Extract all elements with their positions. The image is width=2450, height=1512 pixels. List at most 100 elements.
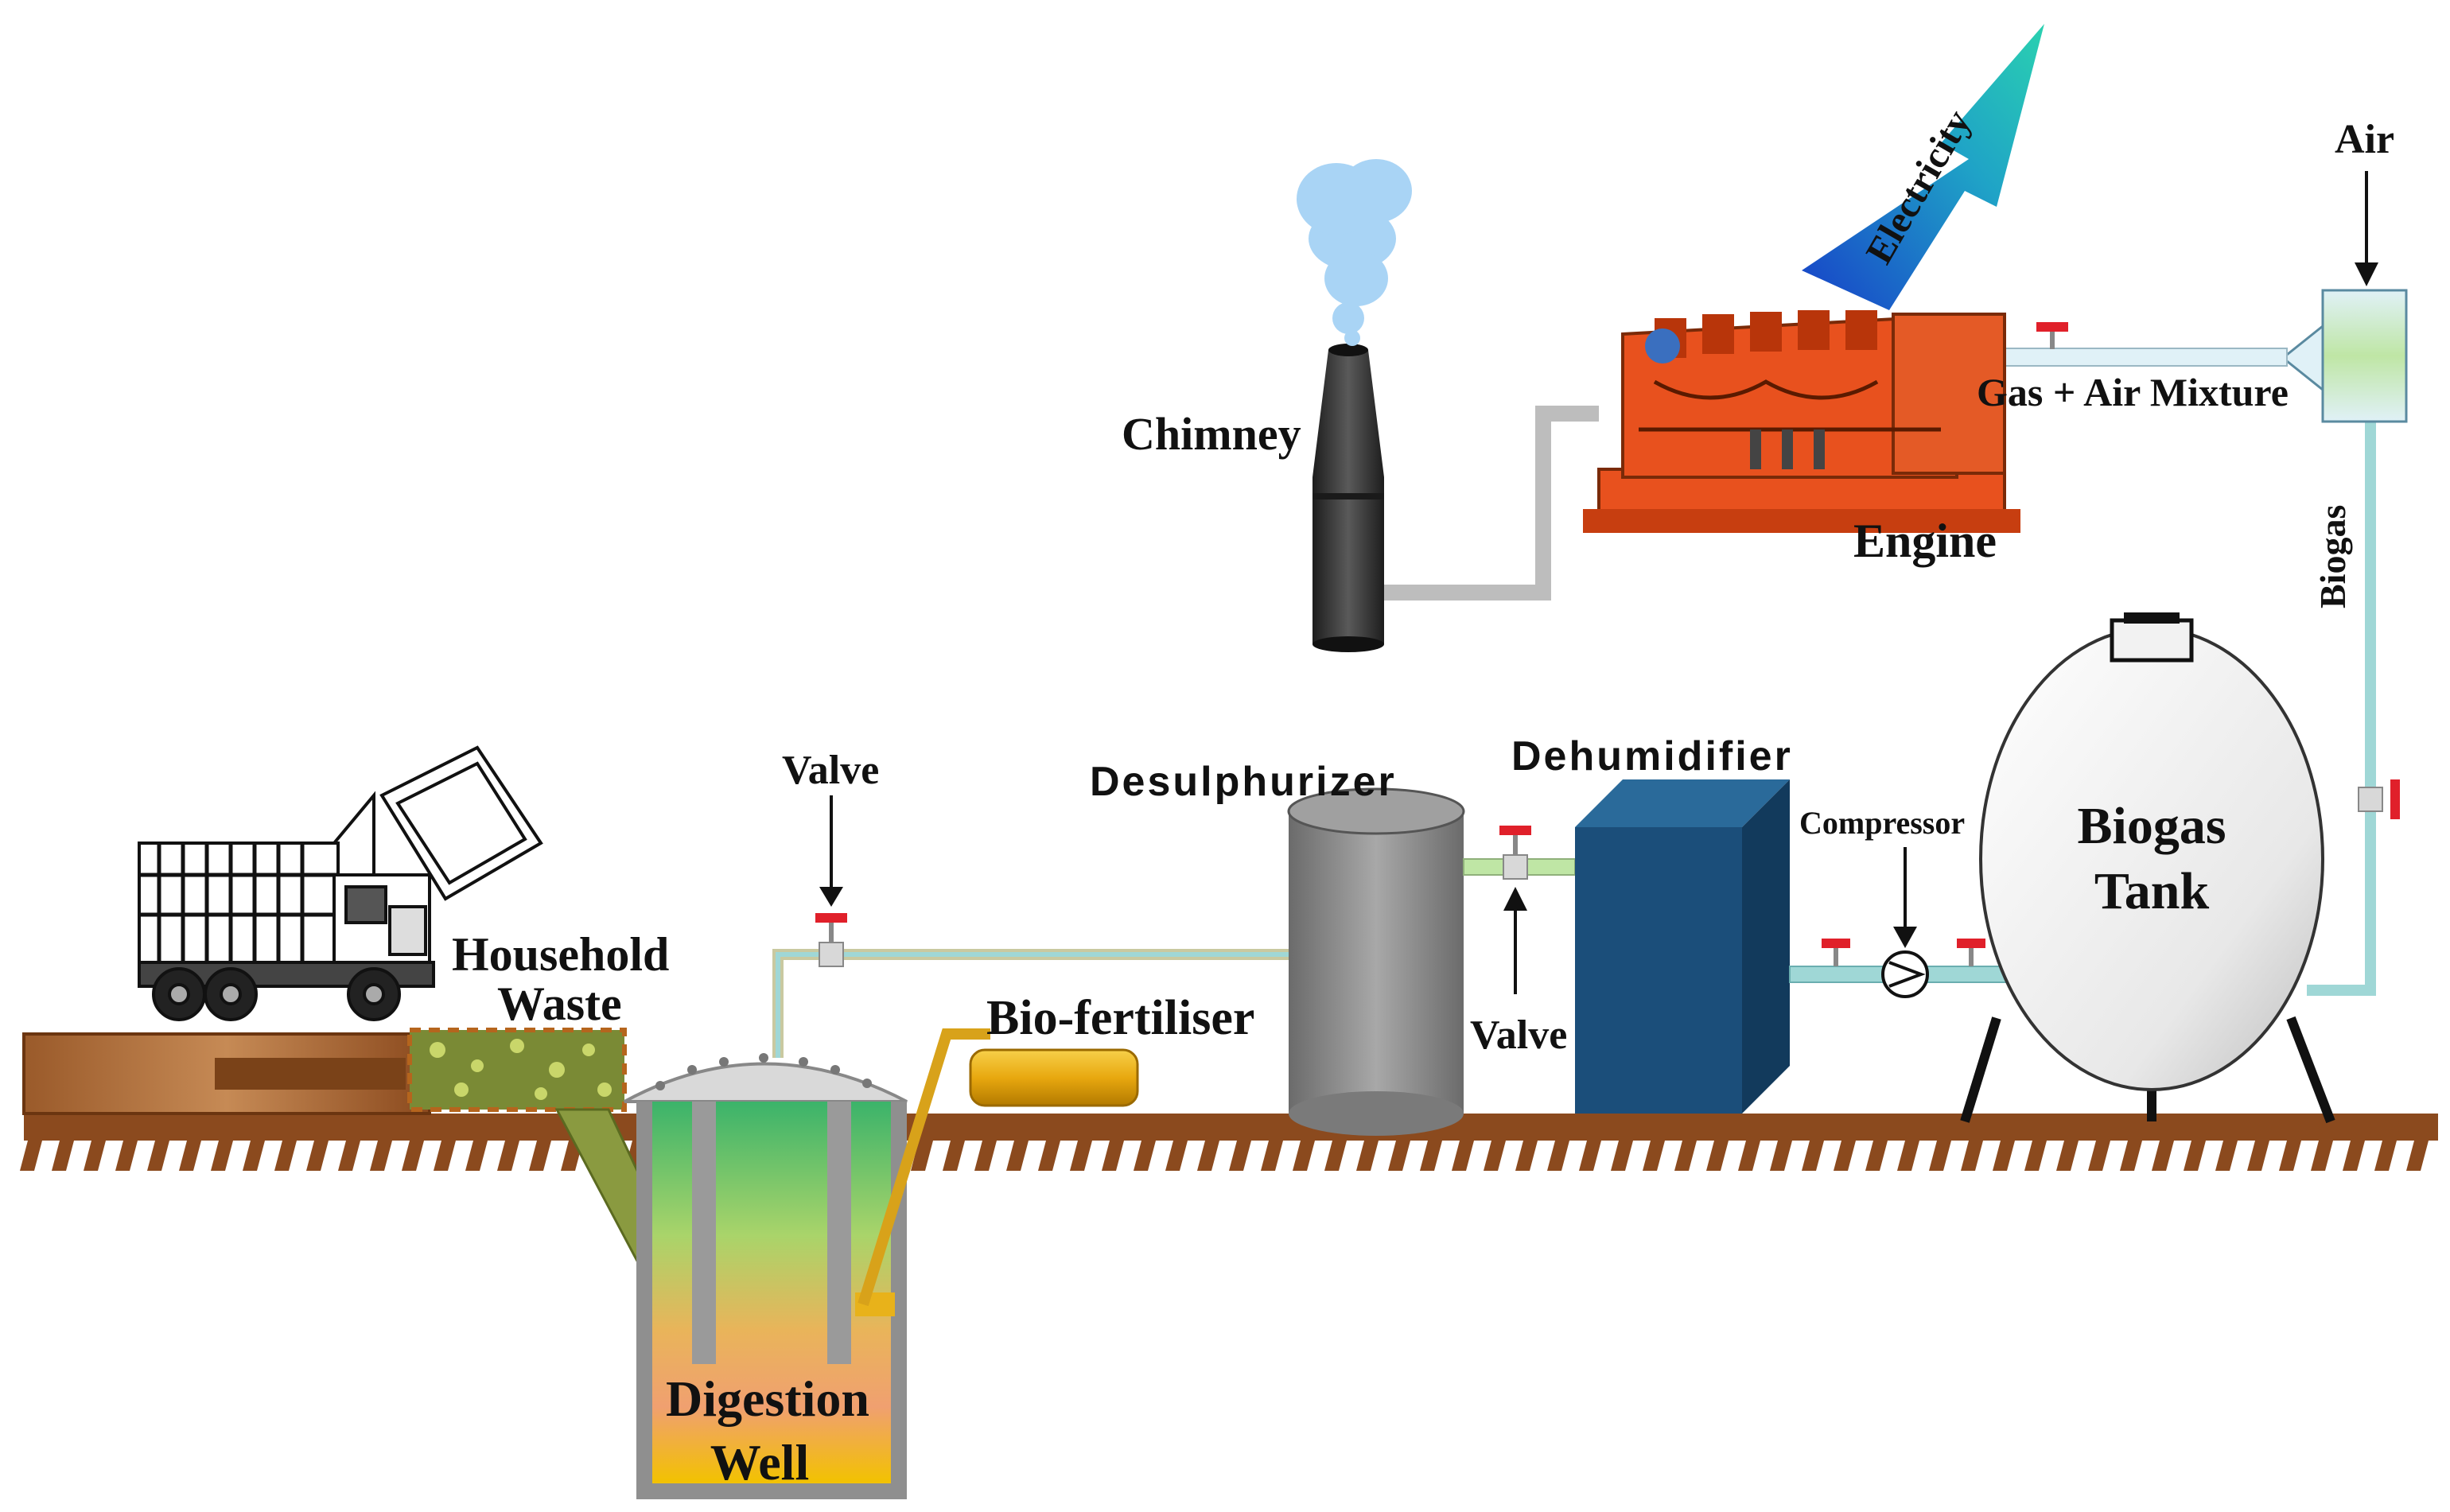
- ground-hatch-mark: [84, 1141, 106, 1171]
- smoke-cloud-icon: [1297, 159, 1412, 346]
- household-waste: [407, 1028, 702, 1306]
- ground-hatch-mark: [274, 1141, 297, 1171]
- valve-bottom-body: [1503, 854, 1528, 880]
- ground-hatch-mark: [1229, 1141, 1251, 1171]
- dehumidifier: [1575, 779, 1790, 1114]
- ground-hatch-mark: [1865, 1141, 1888, 1171]
- ground-hatch-mark: [1834, 1141, 1856, 1171]
- bio-fertiliser: [858, 1028, 1139, 1307]
- garbage-truck-icon: [138, 745, 543, 1021]
- chimney: [1312, 344, 1384, 652]
- ground-hatch-mark: [402, 1141, 424, 1171]
- valve-bottom-handle: [1499, 826, 1531, 835]
- label-digestion-line2: Well: [710, 1434, 809, 1491]
- ground-hatch-mark: [1993, 1141, 2015, 1171]
- ground-hatch-mark: [20, 1141, 42, 1171]
- air-mixer: [2281, 171, 2408, 423]
- ground-hatch-mark: [1897, 1141, 1919, 1171]
- ground-hatch-mark: [1324, 1141, 1347, 1171]
- fertiliser-pipe: [858, 1028, 990, 1307]
- label-engine: Engine: [1853, 515, 1997, 567]
- label-gas-air-mixture: Gas + Air Mixture: [1977, 370, 2289, 414]
- ground-hatch-mark: [52, 1141, 74, 1171]
- ground-hatch-mark: [1706, 1141, 1729, 1171]
- ground-hatch-mark: [1293, 1141, 1315, 1171]
- label-chimney: Chimney: [1122, 408, 1301, 460]
- ground-hatch-mark: [1070, 1141, 1092, 1171]
- ground-hatch-mark: [2088, 1141, 2110, 1171]
- ground-hatch-mark: [1802, 1141, 1824, 1171]
- biogas-pipe-tank-to-mixer: [2307, 422, 2400, 996]
- label-biogas-tank-line1: Biogas: [2077, 797, 2226, 855]
- well-outlet-pipe: [827, 1102, 851, 1364]
- ground-hatch-mark: [2279, 1141, 2301, 1171]
- ground-hatch-mark: [243, 1141, 265, 1171]
- well-inlet-pipe: [692, 1102, 716, 1364]
- label-bio-fertiliser: Bio-fertiliser: [986, 991, 1254, 1045]
- label-household-line2: Waste: [497, 978, 622, 1030]
- ground-hatch-mark: [1261, 1141, 1283, 1171]
- ground-hatch-mark: [2247, 1141, 2269, 1171]
- desulphurizer: [1287, 787, 1465, 1136]
- ground-hatch-mark: [1547, 1141, 1569, 1171]
- ground-hatch-mark: [1929, 1141, 1951, 1171]
- label-digestion-line1: Digestion: [666, 1370, 869, 1427]
- digestion-well: [624, 1053, 908, 1499]
- ground-hatching: [20, 1141, 2429, 1171]
- ground-hatch-mark: [2056, 1141, 2079, 1171]
- ground-hatch-mark: [943, 1141, 965, 1171]
- ground-hatch-mark: [2184, 1141, 2206, 1171]
- ground-hatch-mark: [179, 1141, 201, 1171]
- ground-hatch-mark: [2311, 1141, 2333, 1171]
- ground-hatch-mark: [1611, 1141, 1633, 1171]
- ground-hatch-mark: [147, 1141, 169, 1171]
- ground-surface: [24, 1114, 2438, 1141]
- ground-hatch-mark: [370, 1141, 392, 1171]
- ground-hatch-mark: [2120, 1141, 2142, 1171]
- label-household-line1: Household: [452, 928, 669, 981]
- gas-pipe-desulphurizer-to-dehumidifier: [1463, 826, 1576, 994]
- ground-hatch-mark: [1038, 1141, 1060, 1171]
- ground-hatch-mark: [1484, 1141, 1506, 1171]
- ground-hatch-mark: [1388, 1141, 1410, 1171]
- ground-hatch-mark: [1165, 1141, 1188, 1171]
- exhaust-pipe: [1384, 406, 1599, 601]
- biogas-tank: [1960, 612, 2335, 1124]
- ground-hatch-mark: [2024, 1141, 2047, 1171]
- ground-hatch-mark: [465, 1141, 488, 1171]
- fertiliser-cylinder: [969, 1048, 1139, 1107]
- valve-top-handle: [815, 913, 847, 923]
- valve-top-body: [819, 942, 844, 967]
- ground-hatch-mark: [1006, 1141, 1029, 1171]
- ground-hatch-mark: [1452, 1141, 1474, 1171]
- ground-hatch-mark: [497, 1141, 519, 1171]
- ground-hatch-mark: [115, 1141, 138, 1171]
- label-biogas-tank-line2: Tank: [2094, 862, 2210, 920]
- ground-hatch-mark: [1643, 1141, 1665, 1171]
- ground-hatch-mark: [529, 1141, 551, 1171]
- ground-hatch-mark: [1102, 1141, 1124, 1171]
- label-air: Air: [2335, 117, 2394, 162]
- ground-hatch-mark: [1420, 1141, 1442, 1171]
- label-biogas-pipe: Biogas: [2312, 505, 2353, 608]
- ground-hatch-mark: [211, 1141, 233, 1171]
- ground-hatch-mark: [1738, 1141, 1760, 1171]
- gas-pipe-well-to-desulphurizer: [772, 795, 1289, 1058]
- tank-hatch: [2110, 618, 2194, 663]
- label-compressor: Compressor: [1799, 805, 1965, 841]
- label-dehumidifier: Dehumidifier: [1511, 733, 1793, 779]
- ground-hatch-mark: [974, 1141, 997, 1171]
- ground-hatch-mark: [911, 1141, 933, 1171]
- ground-hatch-mark: [1515, 1141, 1538, 1171]
- electricity-arrow: [1802, 24, 2044, 310]
- ground-hatch-mark: [306, 1141, 329, 1171]
- waste-deck-plank: [215, 1058, 406, 1090]
- ground-hatch-mark: [1770, 1141, 1792, 1171]
- ground-hatch-mark: [1356, 1141, 1379, 1171]
- ground-hatch-mark: [2152, 1141, 2174, 1171]
- ground-hatch-mark: [1197, 1141, 1219, 1171]
- gas-pipe-dehumidifier-to-tank: [1789, 847, 2021, 998]
- ground-hatch-mark: [2215, 1141, 2238, 1171]
- ground-hatch-mark: [2406, 1141, 2429, 1171]
- label-valve-top: Valve: [782, 748, 879, 793]
